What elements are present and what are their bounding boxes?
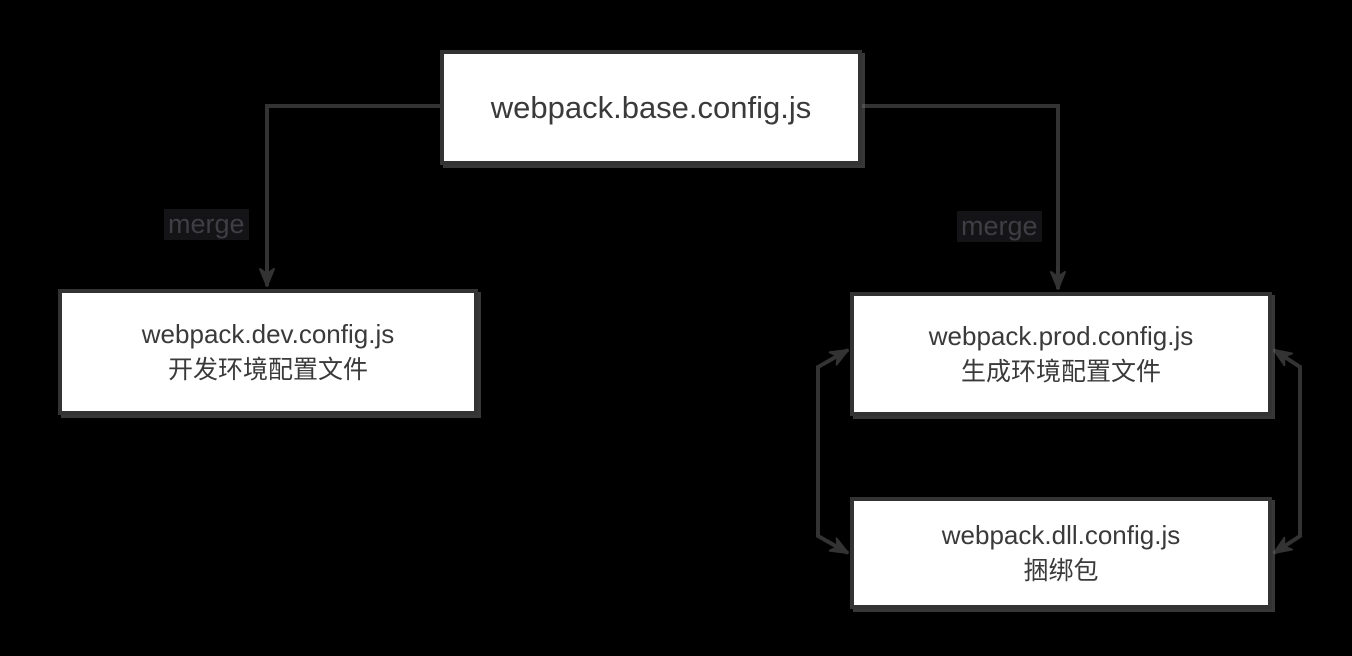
node-webpack-base-config: webpack.base.config.js [440, 50, 862, 165]
edge-prod-dll-left [816, 348, 849, 555]
node-webpack-dev-config: webpack.dev.config.js 开发环境配置文件 [58, 289, 478, 415]
edge-base-to-prod [862, 104, 1066, 290]
node-title: webpack.prod.config.js [928, 321, 1194, 351]
node-title: webpack.dev.config.js [141, 319, 395, 349]
node-subtitle: 捆绑包 [1023, 557, 1099, 585]
node-subtitle: 开发环境配置文件 [167, 356, 368, 384]
edge-label-merge-right: merge [957, 211, 1042, 242]
node-title: webpack.dll.config.js [941, 520, 1181, 550]
edge-base-to-dev [259, 104, 440, 287]
node-subtitle: 生成环境配置文件 [960, 358, 1161, 386]
edge-prod-dll-right [1272, 348, 1302, 555]
node-title: webpack.base.config.js [490, 89, 812, 125]
node-webpack-prod-config: webpack.prod.config.js 生成环境配置文件 [850, 292, 1272, 416]
edge-label-merge-left: merge [164, 209, 249, 240]
node-webpack-dll-config: webpack.dll.config.js 捆绑包 [850, 497, 1272, 609]
